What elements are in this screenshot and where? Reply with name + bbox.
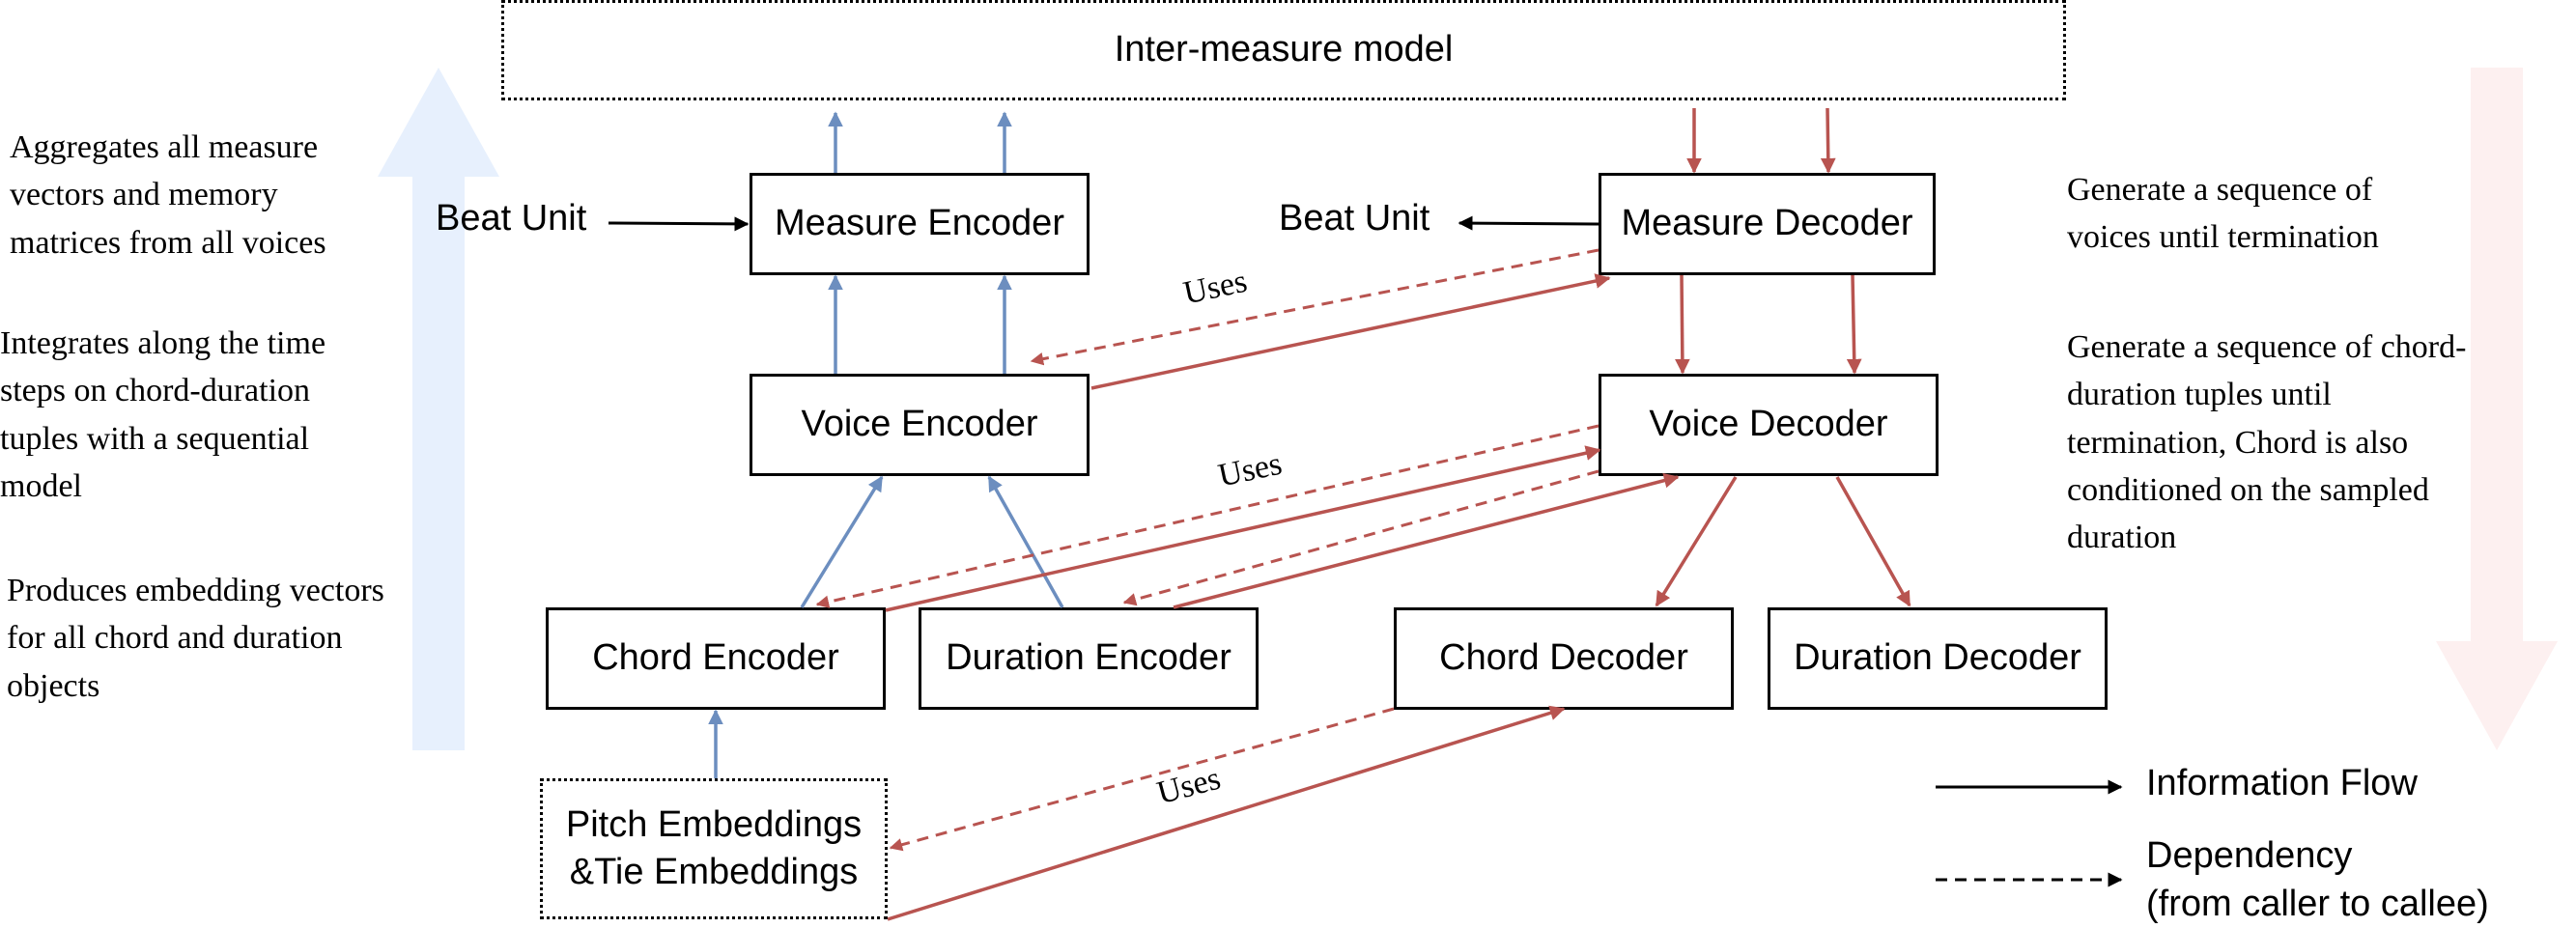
measure-encoder-box: Measure Encoder: [750, 173, 1090, 275]
chord-encoder-label: Chord Encoder: [592, 637, 839, 679]
chord-encoder-to-voice-decoder-arrow: [885, 445, 1601, 612]
voice-encoder-label: Voice Encoder: [801, 404, 1038, 445]
pitch-embeddings-label: Pitch Embeddings: [565, 803, 863, 845]
voice-decoder-uses-chord-encoder-arrow: [815, 424, 1599, 608]
voice-decoder-description: Generate a sequence of chord-duration tu…: [2067, 329, 2467, 556]
measure-decoder-description: Generate a sequence of voices until term…: [2067, 172, 2379, 256]
legend-dependency-label: Dependency: [2146, 835, 2353, 876]
voice-decoder-label: Voice Decoder: [1649, 404, 1888, 445]
duration-encoder-to-voice-encoder-arrow: [987, 475, 1064, 608]
measure-encoder-label: Measure Encoder: [775, 203, 1064, 244]
embedding-description: Produces embedding vectors for all chord…: [7, 573, 384, 704]
measure-decoder-label: Measure Decoder: [1621, 203, 1913, 244]
beat-unit-to-measure-encoder-arrow: [608, 216, 750, 232]
voice-decoder-to-duration-decoder-arrow: [1835, 476, 1911, 607]
voice-encoder-description: Integrates along the time steps on chord…: [0, 325, 326, 504]
chord-decoder-label: Chord Decoder: [1439, 637, 1688, 679]
decoder-down-band: [2436, 68, 2558, 750]
inter-measure-model-box: Inter-measure model: [501, 0, 2066, 100]
duration-encoder-label: Duration Encoder: [946, 637, 1231, 679]
voice-decoder-uses-duration-encoder-arrow: [1122, 469, 1599, 606]
voice-encoder-to-measure-decoder-arrow: [1090, 273, 1611, 390]
voice-encoder-box: Voice Encoder: [750, 374, 1090, 476]
duration-decoder-label: Duration Decoder: [1794, 637, 2081, 679]
chord-encoder-to-voice-encoder-arrow: [800, 475, 884, 608]
legend-dependency-sublabel: (from caller to callee): [2146, 884, 2489, 924]
beat-unit-right-label: Beat Unit: [1279, 198, 1430, 239]
chord-decoder-uses-pitch-embeddings-arrow: [889, 707, 1395, 852]
voice-decoder-box: Voice Decoder: [1599, 374, 1939, 476]
pitch-embeddings-to-chord-decoder-arrow: [887, 705, 1566, 921]
chord-decoder-box: Chord Decoder: [1394, 607, 1734, 710]
legend-information-flow-label: Information Flow: [2146, 763, 2418, 803]
pitch-tie-embeddings-box: Pitch Embeddings &Tie Embeddings: [540, 778, 888, 919]
beat-unit-left-label: Beat Unit: [436, 198, 587, 239]
inter-measure-model-label: Inter-measure model: [1114, 29, 1454, 70]
measure-decoder-to-voice-decoder-left-arrow: [1674, 274, 1690, 375]
encoder-up-band: [378, 68, 499, 750]
voice-decoder-to-chord-decoder-arrow: [1655, 476, 1738, 607]
measure-decoder-box: Measure Decoder: [1599, 173, 1936, 275]
measure-decoder-uses-voice-encoder-arrow: [1030, 248, 1599, 366]
duration-encoder-box: Duration Encoder: [919, 607, 1259, 710]
duration-decoder-box: Duration Decoder: [1768, 607, 2108, 710]
inter-to-measure-decoder-right-arrow: [1820, 107, 1836, 174]
measure-decoder-to-beat-unit-arrow: [1458, 215, 1599, 231]
tie-embeddings-label: &Tie Embeddings: [569, 852, 859, 892]
measure-encoder-description: Aggregates all measure vectors and memor…: [10, 129, 326, 261]
measure-decoder-to-voice-decoder-right-arrow: [1846, 274, 1862, 375]
duration-encoder-to-voice-decoder-arrow: [1173, 472, 1680, 609]
chord-encoder-box: Chord Encoder: [546, 607, 886, 710]
